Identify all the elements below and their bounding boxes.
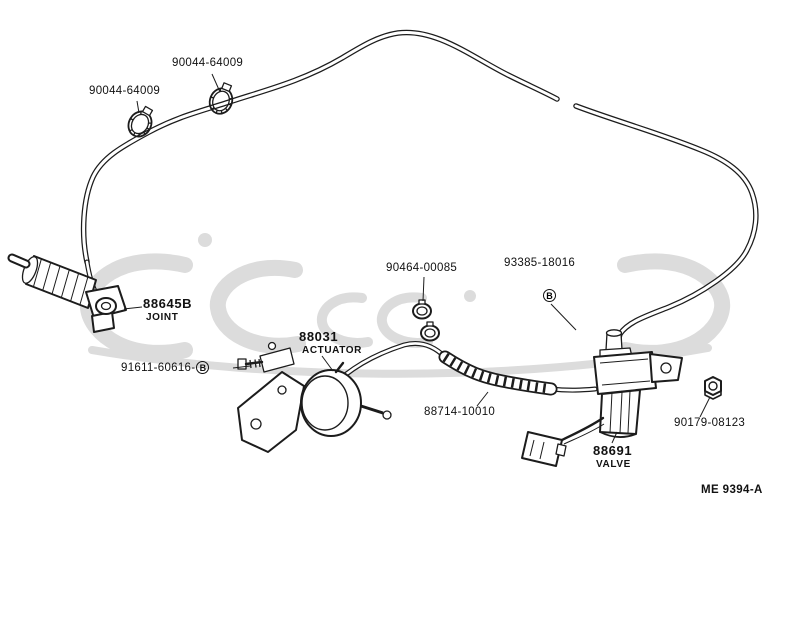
screw-flag: B bbox=[543, 289, 556, 302]
pipe-left bbox=[7, 253, 97, 309]
label-clamp-mid: 90464-00085 bbox=[386, 262, 458, 274]
leader-lines bbox=[123, 73, 711, 444]
actuator-name: ACTUATOR bbox=[302, 345, 362, 356]
label-actuator: 88031 ACTUATOR bbox=[299, 329, 362, 356]
bolt-actuator-number: 91611-60616- bbox=[121, 361, 196, 374]
joint-name: JOINT bbox=[146, 312, 179, 323]
label-joint: 88645B JOINT bbox=[143, 296, 192, 323]
actuator-88031 bbox=[237, 341, 392, 453]
valve-88691 bbox=[560, 329, 683, 445]
hose-clamp-upper bbox=[208, 82, 234, 115]
figure-code: ME 9394-A bbox=[701, 484, 763, 496]
label-screw: 93385-18016 bbox=[504, 257, 576, 269]
hose-clamp-left bbox=[127, 105, 154, 138]
joint-88645b bbox=[85, 285, 127, 333]
label-valve: 88691 VALVE bbox=[593, 443, 632, 470]
connector-plug bbox=[521, 431, 567, 467]
label-hose: 88714-10010 bbox=[424, 406, 496, 418]
hose-main-left bbox=[80, 29, 560, 265]
label-clamp-left: 90044-64009 bbox=[89, 85, 161, 97]
valve-number: 88691 bbox=[593, 443, 633, 458]
valve-name: VALVE bbox=[596, 459, 631, 470]
hose-corrugated bbox=[438, 350, 558, 396]
clamp-90464 bbox=[412, 299, 440, 342]
bolt-actuator-flag: B bbox=[196, 361, 210, 374]
nut-90179 bbox=[704, 376, 722, 400]
hose-main-right bbox=[573, 103, 759, 348]
label-bolt-actuator: 91611-60616- B bbox=[121, 361, 210, 374]
actuator-number: 88031 bbox=[299, 329, 339, 344]
label-nut: 90179-08123 bbox=[674, 417, 746, 429]
label-clamp-upper: 90044-64009 bbox=[172, 57, 244, 69]
joint-number: 88645B bbox=[143, 296, 193, 311]
